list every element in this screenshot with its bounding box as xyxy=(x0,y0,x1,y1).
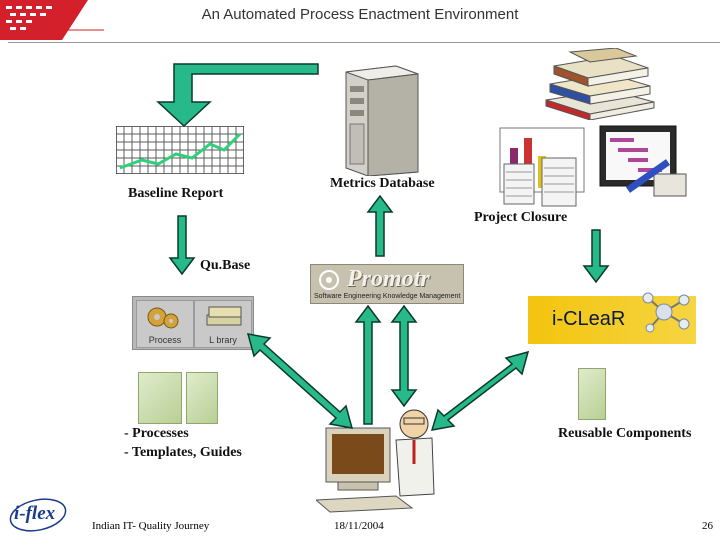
molecule-icon xyxy=(642,292,690,333)
book-stack-icon xyxy=(206,306,242,326)
monitor-pen-icon xyxy=(599,125,687,197)
document-icon xyxy=(578,368,606,420)
header-divider xyxy=(8,42,720,43)
library-icon: L brary xyxy=(194,300,252,348)
baseline-report-chart-icon xyxy=(116,126,244,174)
qubase-label: Qu.Base xyxy=(200,258,251,273)
page-number: 26 xyxy=(702,520,713,532)
qubase-icons: Process L brary xyxy=(132,296,254,350)
page-title: An Automated Process Enactment Environme… xyxy=(201,6,519,23)
arrow-baseline-to-qubase xyxy=(168,215,196,276)
project-closure-reports-icon xyxy=(499,127,585,207)
arrow-up-to-metrics xyxy=(366,194,394,257)
server-tower-icon xyxy=(345,65,419,176)
arrow-closure-to-iclear xyxy=(582,229,610,284)
processes-label-line1: - Processes xyxy=(124,426,189,441)
iclear-wordmark: i-CLeaR xyxy=(552,308,626,330)
library-icon-label: L brary xyxy=(209,335,237,345)
arrow-person-to-promotr xyxy=(354,304,382,425)
promotr-tagline: Software Engineering Knowledge Managemen… xyxy=(314,293,461,300)
footer-title: Indian IT- Quality Journey xyxy=(92,520,210,532)
baseline-report-label: Baseline Report xyxy=(128,186,224,201)
iflex-logo: i-flex xyxy=(8,496,68,534)
processes-label-line2: - Templates, Guides xyxy=(124,445,242,460)
arrow-qubase-person-double xyxy=(246,333,354,429)
gears-icon xyxy=(147,307,179,329)
company-logo-icon xyxy=(0,0,108,40)
promotr-emblem-icon xyxy=(319,270,339,290)
iflex-wordmark: i-flex xyxy=(14,503,56,524)
project-closure-label: Project Closure xyxy=(474,210,568,225)
books-icon xyxy=(545,48,655,120)
footer-date: 18/11/2004 xyxy=(334,520,384,532)
arrow-iclear-person-double xyxy=(430,350,530,431)
document-icon xyxy=(186,372,218,424)
arrow-promotr-person-double xyxy=(390,304,418,408)
promotr-logo: Promotr Software Engineering Knowledge M… xyxy=(310,264,464,304)
arrow-to-baseline xyxy=(156,63,319,128)
reusable-components-label: Reusable Components xyxy=(558,426,692,441)
promotr-wordmark: Promotr xyxy=(347,266,430,292)
iclear-logo: i-CLeaR xyxy=(528,296,696,344)
metrics-database-label: Metrics Database xyxy=(330,176,435,191)
person-computer-icon xyxy=(316,409,435,513)
document-icon xyxy=(138,372,182,424)
process-icon-label: Process xyxy=(148,335,182,345)
iflex-logo-icon xyxy=(9,498,67,532)
process-icon: Process xyxy=(136,300,194,348)
